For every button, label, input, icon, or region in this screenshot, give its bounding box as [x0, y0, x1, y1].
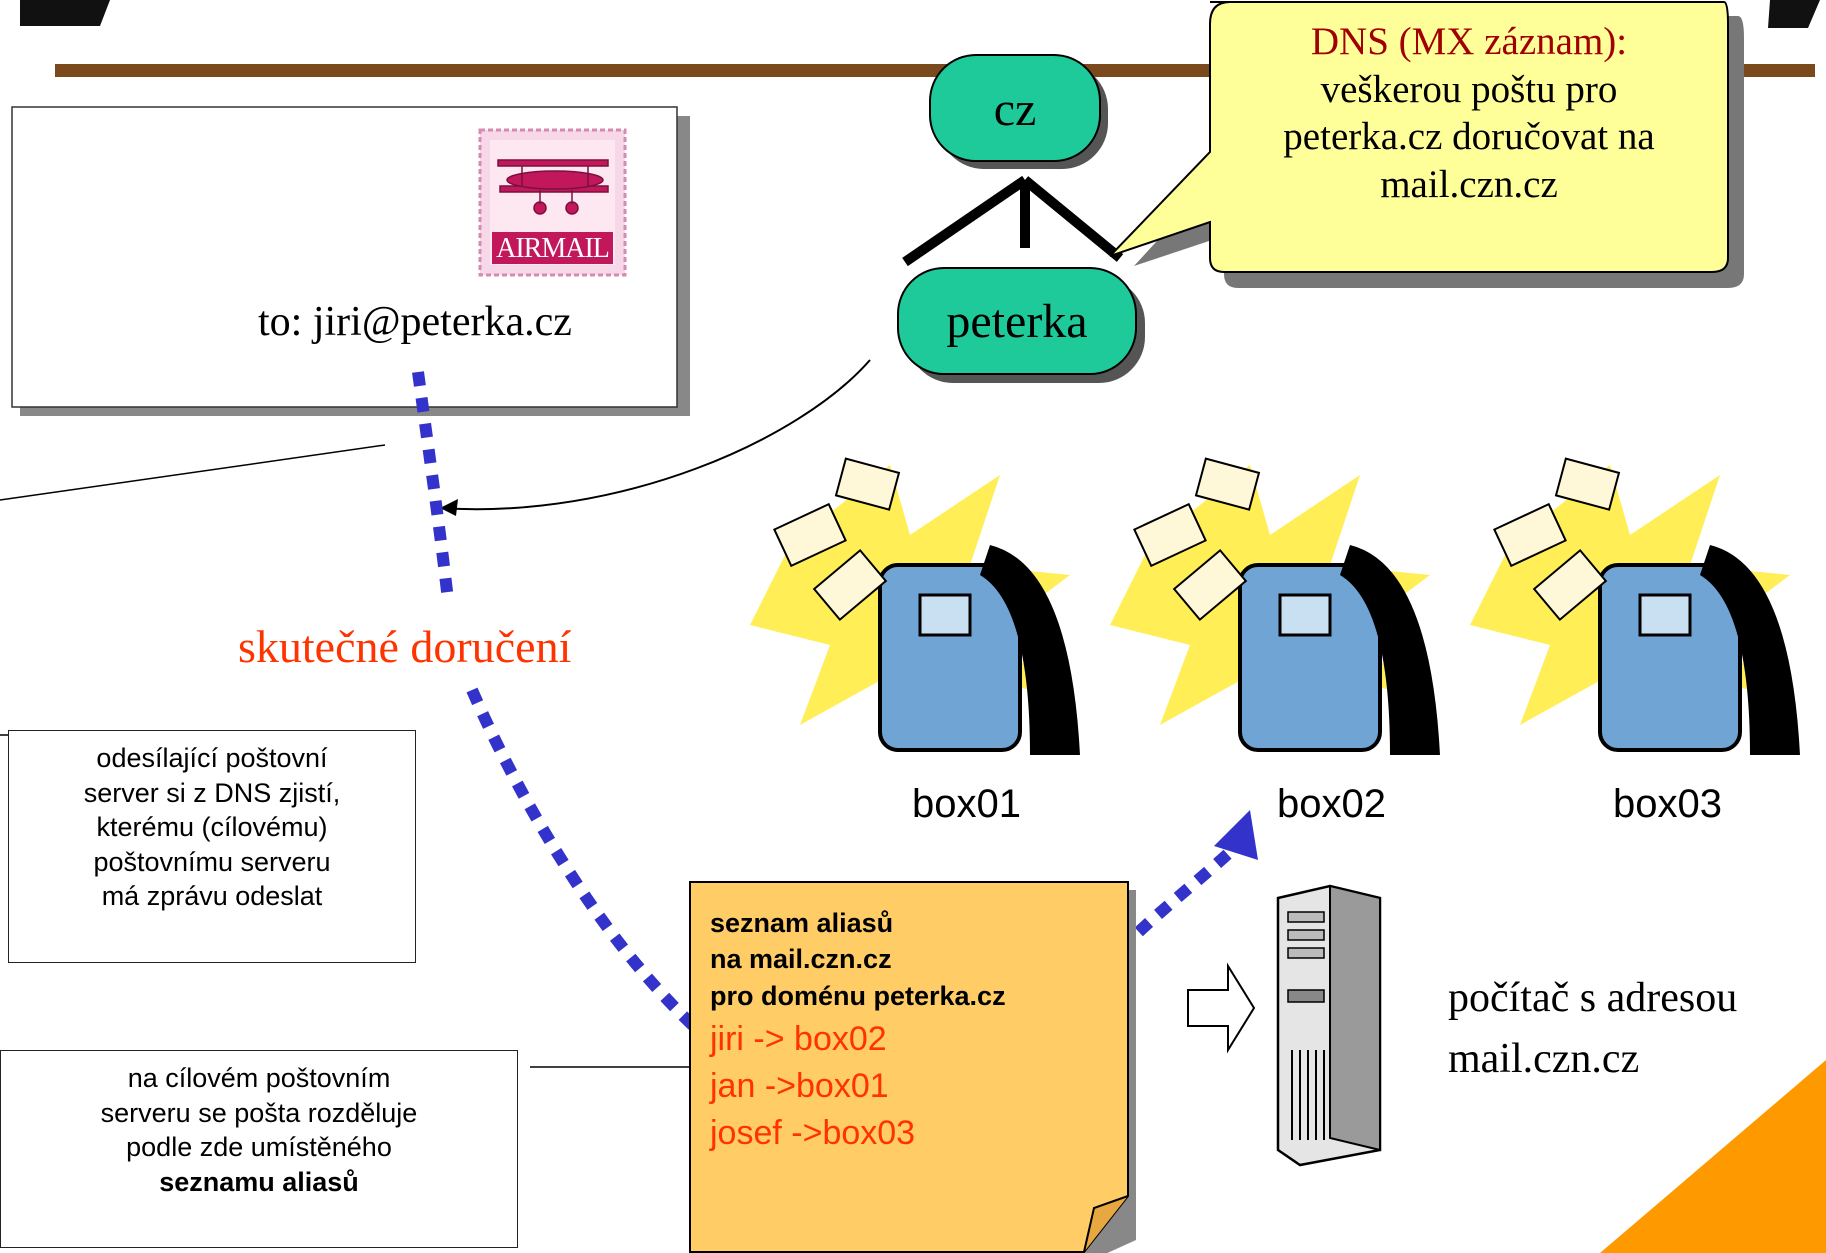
connector-peterka-to-path — [439, 359, 871, 511]
note-sending-line1: odesílající poštovní — [96, 743, 328, 773]
note-target-line1: na cílovém poštovním — [127, 1063, 391, 1093]
mailbox-cluster-2 — [1110, 457, 1440, 755]
note-target-server: na cílovém poštovním serveru se pošta ro… — [0, 1050, 518, 1248]
note-sending-line5: má zprávu odeslat — [101, 881, 323, 912]
node-cz — [929, 54, 1101, 162]
mailbox-label-box03: box03 — [1613, 782, 1722, 826]
server-label-line1: počítač s adresou — [1448, 975, 1738, 1021]
alias-list-header3: pro doménu peterka.cz — [710, 980, 1006, 1011]
delivery-label: skutečné doručení — [238, 621, 572, 672]
dns-callout-line4: mail.czn.cz — [1380, 162, 1558, 206]
alias-entry: josef ->box03 — [710, 1114, 916, 1153]
tree-line-right — [1021, 176, 1124, 262]
delivery-arrowhead-icon — [1214, 810, 1258, 860]
dns-callout-line2: veškerou poštu pro — [1320, 67, 1618, 111]
arrowhead-icon — [440, 499, 458, 516]
mailbox-cluster-3 — [1470, 457, 1800, 755]
server-tower-icon — [1276, 884, 1382, 1167]
delivery-path-upper — [412, 371, 454, 601]
node-peterka-label: peterka — [946, 295, 1088, 348]
envelope-address: to: jiri@peterka.cz — [258, 299, 572, 345]
alias-note-fold — [1083, 1195, 1129, 1253]
note-target-line3: podle zde umístěného — [126, 1132, 392, 1163]
mailbox-label-box02: box02 — [1277, 782, 1386, 826]
server-label-line2: mail.czn.cz — [1448, 1035, 1640, 1082]
dns-callout-title: DNS (MX záznam): — [1310, 20, 1628, 63]
title-fragment-right — [1768, 0, 1820, 28]
alias-entry: jiri -> box02 — [710, 1020, 887, 1059]
alias-list: seznam aliasů na mail.czn.cz pro doménu … — [710, 905, 1120, 1157]
mailbox-body-2 — [1238, 563, 1382, 752]
orange-corner — [1600, 1060, 1826, 1253]
mailbox-body-1 — [878, 563, 1022, 752]
note-target-line4: seznamu aliasů — [159, 1166, 359, 1197]
alias-list-header1: seznam aliasů — [710, 908, 894, 938]
tree-line-left — [902, 175, 1028, 267]
mailbox-label-box01: box01 — [912, 782, 1021, 826]
delivery-path-lower — [466, 687, 705, 1037]
dns-callout — [1109, 1, 1729, 273]
hollow-arrow-icon — [1187, 962, 1256, 1054]
title-fragment-left — [20, 0, 110, 26]
letters-icon-3 — [1493, 457, 1621, 622]
letters-icon-1 — [773, 457, 901, 622]
note-target-line2: serveru se pošta rozděluje — [100, 1097, 418, 1128]
connector-envelope-left — [0, 444, 386, 501]
stamp-text: AIRMAIL — [496, 233, 610, 264]
alias-list-header2: na mail.czn.cz — [710, 944, 892, 975]
dns-callout-text: DNS (MX záznam): veškerou poštu pro pete… — [1210, 18, 1728, 208]
note-sending-server: odesílající poštovní server si z DNS zji… — [8, 730, 416, 963]
biplane-icon — [497, 159, 609, 215]
note-sending-line3: kterému (cílovému) — [96, 812, 328, 843]
mailbox-cluster-1 — [750, 457, 1080, 755]
alias-entry: jan ->box01 — [710, 1067, 889, 1106]
note-sending-line4: poštovnímu serveru — [93, 846, 331, 877]
letters-icon-2 — [1133, 457, 1261, 622]
server-label: počítač s adresou mail.czn.cz — [1448, 968, 1737, 1090]
dns-callout-line3: peterka.cz doručovat na — [1283, 115, 1655, 159]
node-cz-label: cz — [993, 83, 1037, 136]
node-peterka — [897, 267, 1137, 375]
mailbox-body-3 — [1598, 563, 1742, 752]
note-sending-line2: server si z DNS zjistí, — [83, 777, 341, 808]
airmail-stamp — [478, 128, 627, 277]
delivery-path-to-box02 — [1115, 845, 1237, 955]
